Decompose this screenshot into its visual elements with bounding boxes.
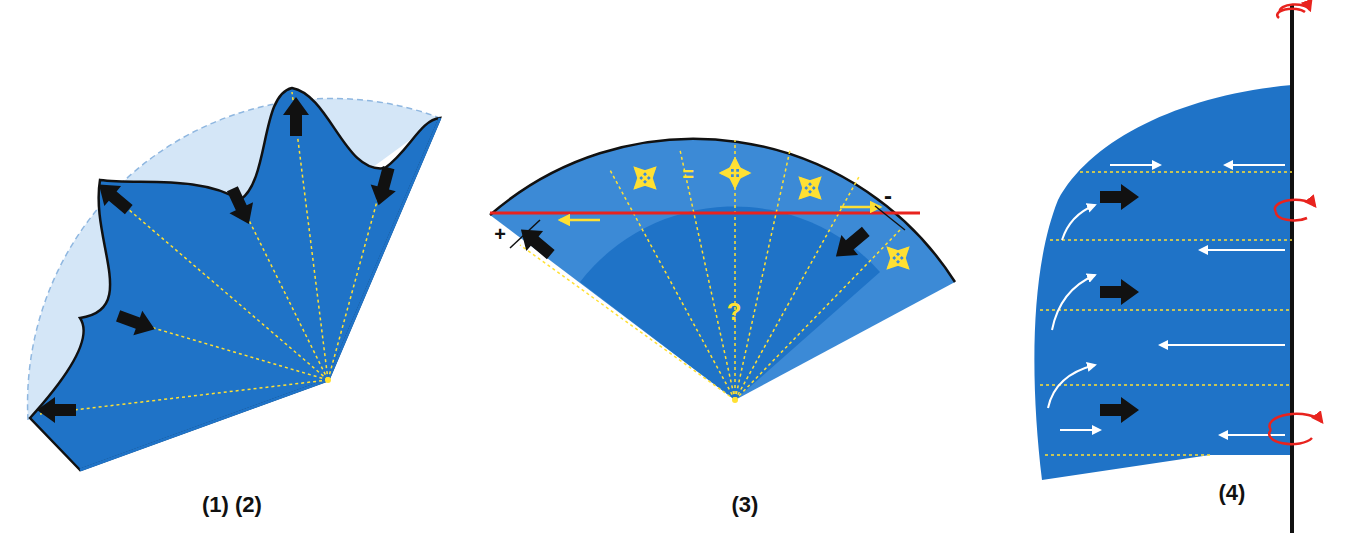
deformed-sector — [28, 88, 440, 470]
panel-label: (4) — [1219, 482, 1246, 504]
minus-sign: - — [884, 184, 892, 208]
panel-label: (1) (2) — [202, 494, 262, 516]
question-mark: ? — [727, 300, 742, 324]
plus-sign: + — [494, 224, 506, 244]
panel-label: (3) — [732, 494, 759, 516]
equal-sign: = — [682, 164, 694, 184]
rotating-body — [1034, 4, 1322, 533]
sector-shell — [490, 139, 955, 403]
